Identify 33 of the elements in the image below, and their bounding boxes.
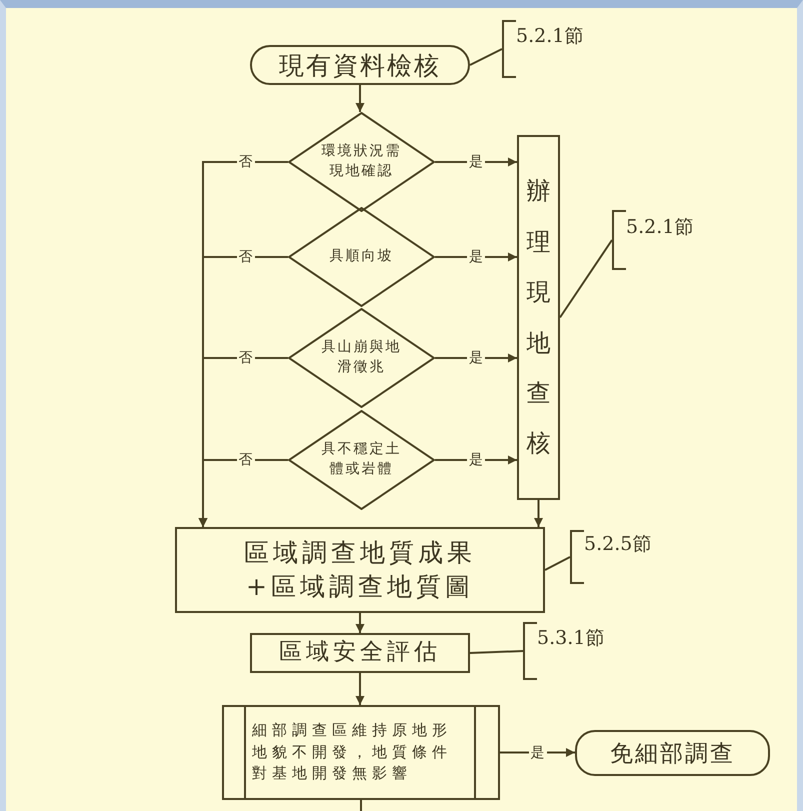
- predefined-process-box: 細部調查區維持原地形地貌不開發，地質條件對基地開發無影響: [222, 705, 500, 800]
- edge-label: 否: [236, 154, 254, 170]
- process-box: 辦理現地查核: [517, 135, 560, 500]
- decision-diamond: 具順向坡: [288, 207, 435, 307]
- edge-label: 否: [236, 452, 254, 468]
- arrow: [198, 459, 288, 527]
- leader-line: [470, 650, 524, 654]
- edge-label: 否: [236, 249, 254, 265]
- process-box: 區域安全評估: [250, 633, 470, 673]
- decision-diamond: 環境狀況需現地確認: [288, 112, 435, 212]
- terminal-box: 現有資料檢核: [250, 45, 470, 85]
- decision-diamond: 具不穩定土體或岩體: [288, 410, 435, 510]
- arrow: [356, 613, 364, 633]
- edge-label: 是: [528, 744, 546, 760]
- edge-label: 是: [467, 452, 485, 468]
- arrow: [356, 673, 364, 705]
- terminal-box: 免細部調查: [575, 730, 770, 776]
- arrow: [534, 500, 543, 527]
- leader-line: [470, 48, 502, 66]
- process-box: 區域調查地質成果+區域調查地質圖: [175, 527, 545, 613]
- arrow: [356, 85, 364, 112]
- edge-label: 是: [467, 350, 485, 366]
- edge-label: 否: [236, 350, 254, 366]
- arrow: [435, 252, 517, 262]
- decision-diamond: 具山崩與地滑徵兆: [288, 308, 435, 408]
- edge-label: 是: [467, 249, 485, 265]
- arrow: [435, 354, 517, 362]
- arrow: [435, 456, 517, 464]
- connector-line: [360, 800, 362, 811]
- leader-line: [559, 239, 613, 318]
- edge-label: 是: [467, 154, 485, 170]
- arrow: [435, 158, 517, 166]
- leader-line: [544, 556, 570, 571]
